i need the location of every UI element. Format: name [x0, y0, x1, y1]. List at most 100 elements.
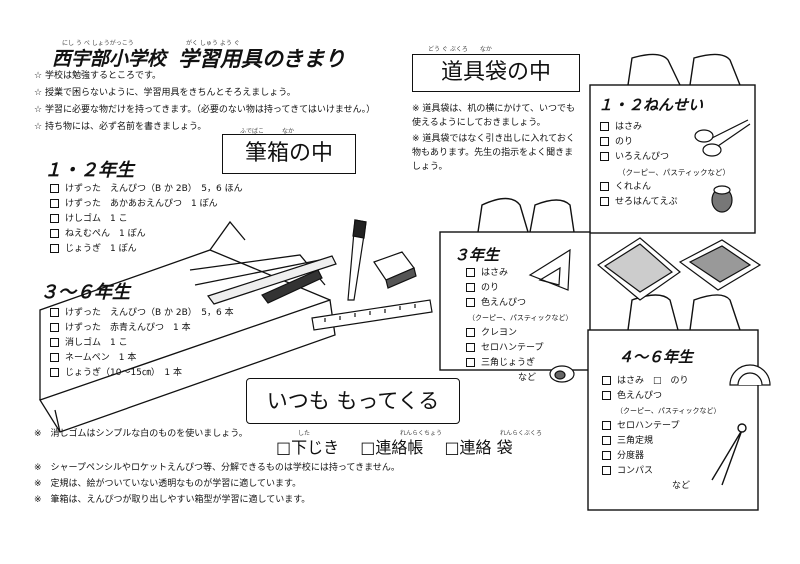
eraser-illustration [373, 251, 417, 289]
list-item: けずった 赤青えんぴつ 1 本 [50, 321, 234, 336]
always-bring-items: □下じき □連絡帳 □連絡 袋 [276, 434, 513, 458]
list-item-sub: （クーピー、パスティックなど） [468, 314, 573, 322]
school-name: 西宇部小学校 [52, 48, 167, 70]
list-item: せろはんてえぷ [600, 195, 730, 210]
list-item: 消しゴム 1 こ [50, 336, 234, 351]
checkbox[interactable] [466, 358, 475, 367]
pencil-illustration [207, 255, 337, 305]
checkbox[interactable] [50, 184, 59, 193]
bag3-heading: ３年生 [454, 246, 500, 264]
bag-grade3-outline [439, 197, 591, 371]
checkbox[interactable] [602, 451, 611, 460]
list-item: はさみ [466, 266, 573, 281]
grade36-list: けずった えんぴつ（B か 2B） 5，6 本 けずった 赤青えんぴつ 1 本 … [50, 306, 234, 381]
list-item: のり [600, 135, 730, 150]
pen-case-title: 筆箱の中 [222, 134, 356, 174]
ruler-illustration [311, 299, 433, 331]
glue-illustration [711, 185, 733, 213]
list-item: けずった えんぴつ（B か 2B） 5，6 本 [50, 306, 234, 321]
grade12-list: けずった えんぴつ（B か 2B） 5，6 ほん けずった あかあおえんぴつ 1… [50, 182, 243, 257]
bag-grade46-outline [587, 294, 759, 511]
bottom-note: ※ 消しゴムはシンプルな白のものを使いましょう。 [34, 429, 248, 439]
checkbox[interactable] [50, 368, 59, 377]
rule-item: ☆ 授業で困らないように、学習用具をきちんとそろえましょう。 [34, 88, 296, 98]
title-ruby: がく しゅう よう ぐ [186, 40, 240, 47]
list-item: じょうぎ（10〜15㎝） 1 本 [50, 366, 234, 381]
rule-item: ☆ 持ち物には、必ず名前を書きましょう。 [34, 122, 207, 132]
etc-label: など [672, 481, 691, 491]
crayon-box-illustration [596, 237, 762, 301]
checkbox[interactable] [466, 343, 475, 352]
list-item: はさみ □ のり [602, 374, 721, 389]
grade12-heading: １・２年生 [44, 160, 134, 181]
list-item: くれよん [600, 180, 730, 195]
school-name-ruby: にし う べ しょうがっこう [62, 40, 134, 47]
always-bring-title: いつも もってくる [246, 378, 460, 424]
checkbox[interactable] [602, 466, 611, 475]
list-item: 三角定規 [602, 434, 721, 449]
bag46-heading: ４〜６年生 [618, 348, 694, 366]
list-item: ネームペン 1 本 [50, 351, 234, 366]
checkbox[interactable] [50, 323, 59, 332]
checkbox[interactable] [600, 152, 609, 161]
checkbox[interactable] [466, 283, 475, 292]
triangle-ruler-illustration [528, 248, 571, 291]
ruby: れんらくぶくろ [500, 430, 543, 437]
ruby: れんらくちょう [400, 430, 443, 437]
ruby: した [298, 430, 311, 437]
etc-label: など [518, 373, 537, 383]
bottom-note: ※ 定規は、絵がついていない透明なものが学習に適しています。 [34, 479, 302, 489]
checkbox[interactable] [600, 122, 609, 131]
checkbox[interactable] [50, 244, 59, 253]
tool-bag-title: 道具袋の中 [412, 54, 580, 92]
checkbox[interactable] [602, 391, 611, 400]
protractor-illustration [729, 364, 771, 386]
checkbox[interactable] [466, 268, 475, 277]
list-item: セロハンテープ [602, 419, 721, 434]
bag46-list: はさみ □ のり 色えんぴつ （クーピー、パスティックなど） セロハンテープ 三… [602, 374, 721, 494]
grade36-heading: ３〜６年生 [40, 282, 130, 303]
list-item: はさみ [600, 120, 730, 135]
checkbox[interactable] [466, 298, 475, 307]
item-shitajiki: □下じき [276, 438, 340, 457]
checkbox[interactable] [602, 436, 611, 445]
scissors-illustration [694, 119, 751, 157]
bottom-notes: ※ シャープペンシルやロケットえんぴつ等、分解できるものは学校には持ってきません… [34, 462, 400, 506]
bag12-list: はさみ のり いろえんぴつ （クーピー、パスティックなど） くれよん せろはんて… [600, 120, 730, 210]
checkbox[interactable] [602, 421, 611, 430]
list-item: けしゴム 1 こ [50, 212, 243, 227]
checkbox[interactable] [600, 137, 609, 146]
page-title: 学習用具のきまり [178, 47, 346, 71]
list-item: いろえんぴつ [600, 150, 730, 165]
note: ※ 道具袋ではなく引き出しに入れておく物もあります。先生の指示をよく聞きましょう… [412, 134, 575, 172]
pencil-case-illustration [39, 220, 336, 433]
checkbox[interactable] [600, 197, 609, 206]
checkbox[interactable] [50, 199, 59, 208]
pen-case-ruby: ふでばこ なか [240, 128, 295, 135]
checkbox[interactable] [50, 214, 59, 223]
list-item-sub: （クーピー、パスティックなど） [616, 407, 721, 415]
checkbox[interactable] [466, 328, 475, 337]
checkbox[interactable] [50, 229, 59, 238]
compass-illustration [711, 423, 747, 486]
checkbox[interactable] [50, 338, 59, 347]
list-item-sub: （クーピー、パスティックなど） [618, 168, 730, 177]
checkbox[interactable] [600, 182, 609, 191]
checkbox[interactable] [602, 376, 611, 385]
checkbox[interactable] [50, 353, 59, 362]
list-item: セロハンテープ [466, 341, 573, 356]
bag12-heading: １・２ねんせい [598, 96, 704, 114]
list-item: けずった えんぴつ（B か 2B） 5，6 ほん [50, 182, 243, 197]
checkbox[interactable] [50, 308, 59, 317]
rules-list: ☆ 学校は勉強するところです。 ☆ 授業で困らないように、学習用具をきちんとそろ… [34, 70, 375, 133]
list-item: コンパス [602, 464, 721, 479]
item-renraku-bag: □連絡 袋 [444, 438, 513, 457]
list-item: 分度器 [602, 449, 721, 464]
list-item: ねえむぺん 1 ぽん [50, 227, 243, 242]
list-item: じょうぎ 1 ぽん [50, 242, 243, 257]
list-item: 色えんぴつ [466, 296, 573, 311]
tool-bag-notes: ※ 道具袋は、机の横にかけて、いつでも使えるようにしておきましょう。 ※ 道具袋… [412, 102, 582, 174]
list-item: 色えんぴつ [602, 389, 721, 404]
note: ※ 道具袋は、机の横にかけて、いつでも使えるようにしておきましょう。 [412, 104, 575, 128]
